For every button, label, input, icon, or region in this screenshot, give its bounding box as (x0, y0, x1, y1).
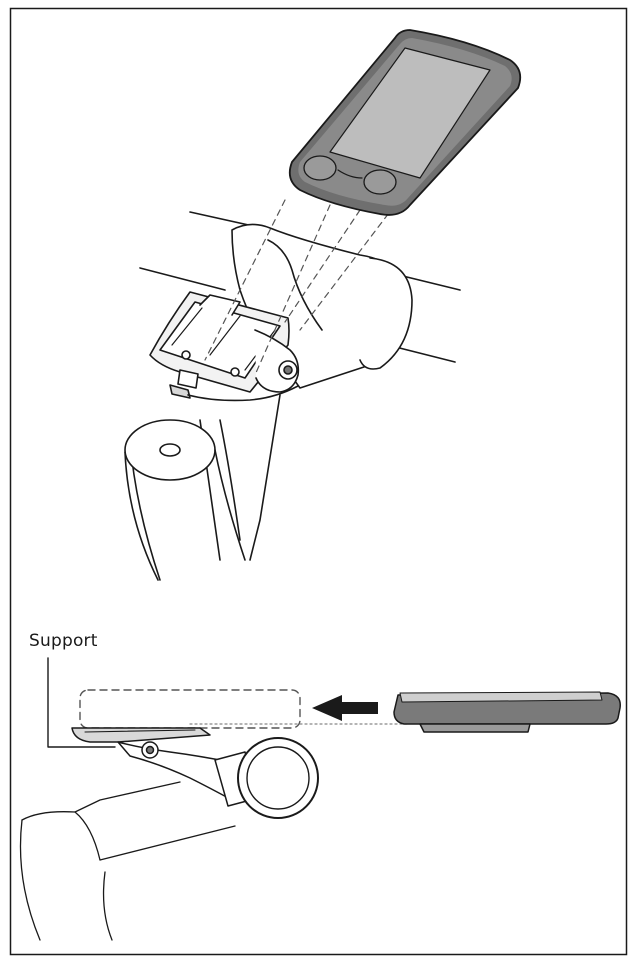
left-arrow-icon (312, 695, 378, 721)
right-button-icon (363, 169, 397, 195)
display-unit-side (393, 691, 621, 733)
support-pointer-line (47, 657, 116, 748)
left-button-icon (303, 155, 337, 181)
steerer-tube-top (124, 419, 216, 481)
top-illustration (124, 29, 522, 581)
figure-border (9, 7, 628, 956)
mount-bracket (149, 223, 413, 402)
support-label: Support (29, 631, 98, 651)
alignment-guides (204, 199, 396, 376)
target-outline (79, 689, 301, 729)
display-screen (329, 47, 491, 179)
bottom-illustration (19, 657, 621, 941)
stem-side (19, 781, 236, 941)
stem (124, 379, 301, 581)
mount-side (71, 727, 319, 819)
display-unit-top (288, 29, 522, 216)
